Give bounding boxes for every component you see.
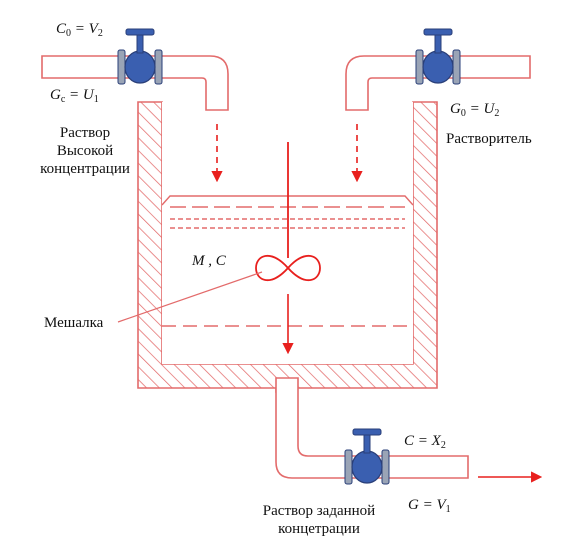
valve-icon[interactable] [344, 428, 390, 485]
label-inlet-left-concentration: C0 = V2 [56, 21, 103, 39]
stirrer-icon[interactable] [255, 142, 321, 281]
flow-arrow-icon [211, 124, 543, 483]
caption-high-concentration: Раствор Высокой концентрации [40, 125, 130, 177]
valve-icon[interactable] [117, 28, 163, 85]
label-inlet-left-flow: Gc = U1 [50, 87, 99, 105]
label-tank-state: M , C [192, 253, 226, 269]
caption-target-concentration: Раствор заданной концетрации [262, 503, 376, 537]
valve-icon[interactable] [415, 28, 461, 85]
label-mixer: Мешалка [44, 315, 104, 331]
mixer-leader-line [117, 271, 263, 323]
label-outlet-flow: G = V1 [408, 497, 451, 515]
inlet-pipe-right [345, 55, 531, 111]
label-outlet-concentration: C = X2 [404, 433, 446, 451]
label-inlet-right-flow: G0 = U2 [450, 101, 500, 119]
caption-solvent: Растворитель [446, 131, 532, 147]
inlet-pipe-left [41, 55, 229, 111]
